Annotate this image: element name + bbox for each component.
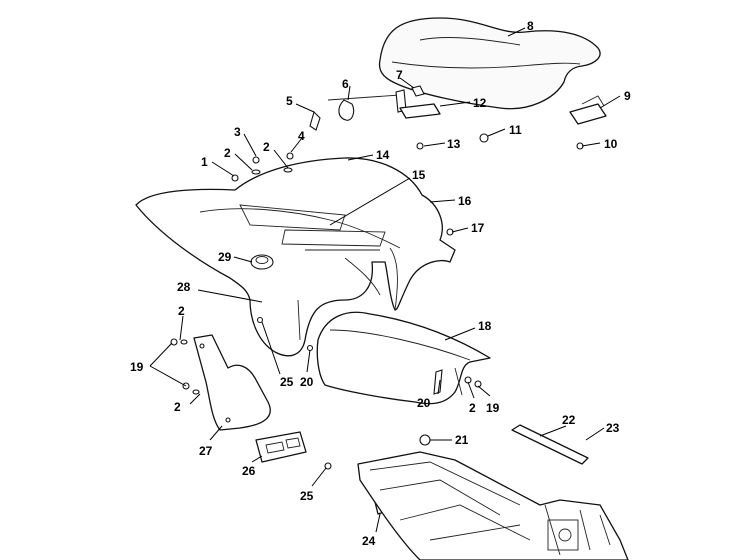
callout-2: 2 bbox=[469, 401, 476, 415]
seat-part bbox=[378, 17, 601, 110]
callout-9: 9 bbox=[624, 89, 631, 103]
callout-19: 19 bbox=[130, 360, 144, 374]
side-panel-part bbox=[316, 311, 491, 405]
callout-25: 25 bbox=[280, 375, 294, 389]
callout-25: 25 bbox=[300, 489, 314, 503]
callout-29: 29 bbox=[218, 250, 232, 264]
callout-19: 19 bbox=[486, 401, 500, 415]
seat-latch-assembly bbox=[309, 85, 441, 131]
seat-bracket-part bbox=[569, 95, 607, 125]
callout-13: 13 bbox=[447, 137, 461, 151]
fastener-hardware bbox=[170, 133, 584, 470]
callout-18: 18 bbox=[478, 319, 492, 333]
callout-17: 17 bbox=[471, 221, 485, 235]
rear-fender-assembly bbox=[135, 157, 456, 357]
callout-8: 8 bbox=[527, 19, 534, 33]
callout-3: 3 bbox=[234, 125, 241, 139]
callout-21: 21 bbox=[455, 433, 469, 447]
callout-7: 7 bbox=[396, 68, 403, 82]
callout-5: 5 bbox=[286, 94, 293, 108]
bracket-part bbox=[255, 431, 307, 463]
mud-flap-part bbox=[193, 334, 271, 431]
callout-2: 2 bbox=[263, 140, 270, 154]
callout-22: 22 bbox=[562, 413, 576, 427]
callout-6: 6 bbox=[342, 77, 349, 91]
callout-16: 16 bbox=[458, 194, 472, 208]
callout-26: 26 bbox=[242, 464, 256, 478]
callout-24: 24 bbox=[362, 534, 376, 548]
support-bar-part bbox=[511, 424, 589, 465]
callout-14: 14 bbox=[376, 148, 390, 162]
callout-20: 20 bbox=[300, 375, 314, 389]
callout-2: 2 bbox=[178, 304, 185, 318]
callout-1: 1 bbox=[201, 155, 208, 169]
callout-23: 23 bbox=[606, 421, 620, 435]
callout-12: 12 bbox=[473, 96, 487, 110]
callout-27: 27 bbox=[199, 444, 213, 458]
frame-part bbox=[357, 451, 629, 560]
callout-4: 4 bbox=[298, 129, 305, 143]
callout-2: 2 bbox=[174, 400, 181, 414]
callout-10: 10 bbox=[604, 137, 618, 151]
callout-11: 11 bbox=[509, 123, 522, 137]
leader-lines bbox=[149, 27, 621, 533]
callout-15: 15 bbox=[412, 168, 426, 182]
callout-20: 20 bbox=[417, 396, 431, 410]
callout-28: 28 bbox=[177, 280, 191, 294]
callout-2: 2 bbox=[224, 146, 231, 160]
callout-numbers: 1 2 3 2 4 5 6 7 8 9 10 11 12 13 14 15 16… bbox=[130, 19, 631, 548]
